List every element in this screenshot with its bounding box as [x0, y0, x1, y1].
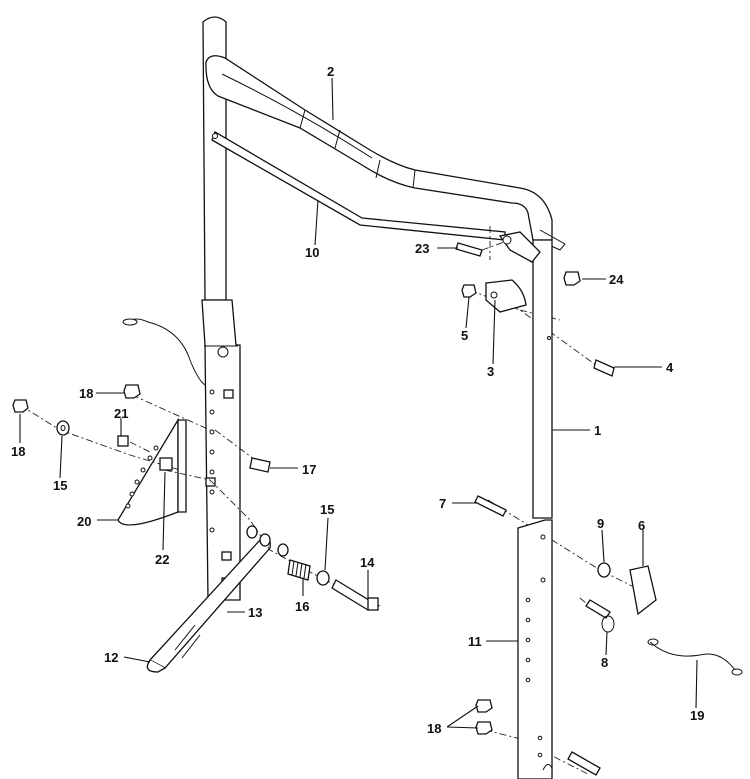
callout-5: 5: [461, 328, 468, 343]
brace-rod-part-10: [211, 131, 506, 241]
callout-24: 24: [609, 272, 624, 287]
callout-7: 7: [439, 496, 446, 511]
callout-15-left: 15: [53, 478, 67, 493]
callout-16: 16: [295, 599, 309, 614]
callout-13: 13: [248, 605, 262, 620]
callout-2: 2: [327, 64, 334, 79]
callout-17: 17: [302, 462, 316, 477]
callout-22: 22: [155, 552, 169, 567]
adjust-plate-part-20: [117, 417, 187, 526]
callout-1: 1: [594, 423, 601, 438]
callout-12: 12: [104, 650, 118, 665]
callout-6: 6: [638, 518, 645, 533]
callout-18-left: 18: [11, 444, 25, 459]
callout-8: 8: [601, 655, 608, 670]
callout-18-bottom: 18: [427, 721, 441, 736]
bracket-part-3: [485, 279, 527, 313]
upright-tube-part-1: [532, 239, 553, 519]
callout-23: 23: [415, 241, 429, 256]
callout-21: 21: [114, 406, 128, 421]
hardware: [12, 242, 743, 776]
callout-14: 14: [360, 555, 375, 570]
handlebar-part-2: [202, 16, 566, 301]
callout-19: 19: [690, 708, 704, 723]
callout-3: 3: [487, 364, 494, 379]
callout-18-upper: 18: [79, 386, 93, 401]
callout-labels: 2 10 23 24 5 3 4 1 18 21 18 15 17 20 22 …: [11, 64, 704, 736]
callout-11: 11: [468, 634, 482, 649]
callout-10: 10: [305, 245, 319, 260]
callout-15-right: 15: [320, 502, 334, 517]
plate-part-11: [517, 519, 553, 779]
leader-lines: [19, 77, 698, 729]
callout-20: 20: [77, 514, 91, 529]
cable: [122, 318, 206, 386]
callout-4: 4: [666, 360, 674, 375]
clamp-bracket: [498, 231, 541, 263]
left-side-plate: [201, 299, 241, 601]
callout-9: 9: [597, 516, 604, 531]
